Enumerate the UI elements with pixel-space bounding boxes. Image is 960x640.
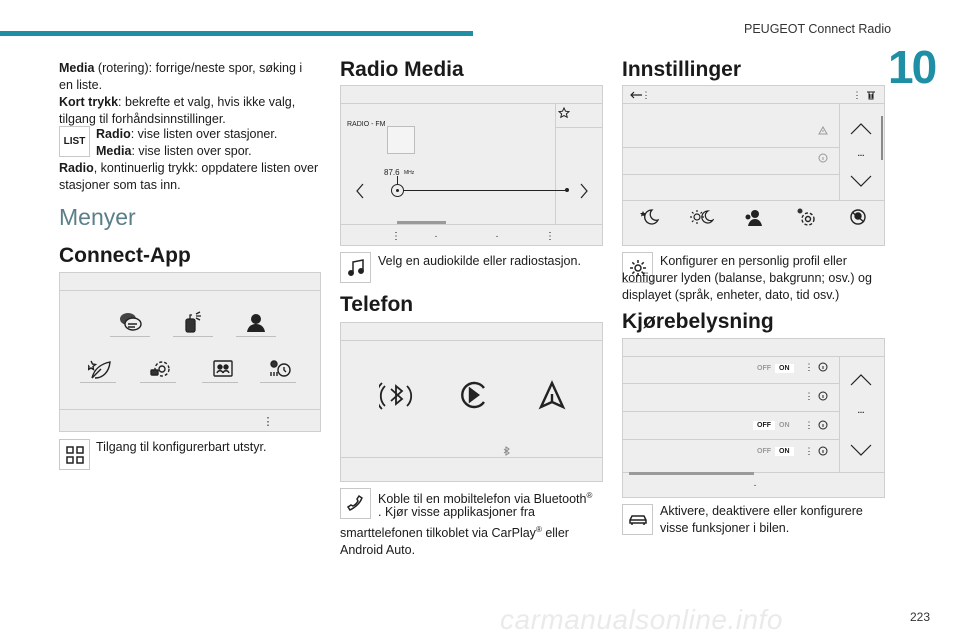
- menyer-heading: Menyer: [59, 204, 136, 230]
- media-list-text: Media: vise listen over spor.: [96, 144, 252, 158]
- info-icon[interactable]: [817, 361, 829, 373]
- radio-options-icon[interactable]: ⋮: [391, 230, 401, 242]
- dot-icon: ·: [434, 230, 438, 242]
- media-label: Media: [59, 61, 95, 75]
- options-icon[interactable]: ⋮: [804, 419, 814, 430]
- privacy-icon[interactable]: [847, 206, 869, 228]
- innstillinger-heading: Innstillinger: [622, 58, 742, 81]
- car-icon: [622, 504, 653, 535]
- warning-icon: [817, 124, 829, 136]
- gear-icon: [622, 252, 653, 283]
- short-press-paragraph: Kort trykk: bekrefte et valg, hvis ikke …: [59, 94, 319, 128]
- connect-app-screen: ⋮: [59, 272, 321, 432]
- more-options-icon[interactable]: ⋮: [262, 415, 274, 428]
- android-auto-icon[interactable]: [534, 377, 570, 413]
- fragrance-icon[interactable]: [178, 308, 208, 336]
- eco-leaf-icon[interactable]: [85, 356, 115, 382]
- short-press-text: : bekrefte et valg, hvis ikke valg, tilg…: [59, 95, 296, 126]
- connect-app-heading: Connect-App: [59, 244, 191, 267]
- info-icon[interactable]: [817, 419, 829, 431]
- info-icon: [817, 152, 829, 164]
- telefon-heading: Telefon: [340, 293, 414, 316]
- radio-media-caption: Velg en audiokilde eller radiostasjon.: [378, 254, 581, 268]
- next-station-icon[interactable]: [577, 182, 591, 200]
- dot-icon: ·: [495, 230, 499, 242]
- frequency-value: 87.6: [384, 168, 400, 177]
- chat-bubbles-icon[interactable]: [116, 308, 146, 336]
- telefon-caption-rest: . Kjør visse applikasjoner fra smarttele…: [340, 505, 569, 558]
- music-note-icon: [340, 252, 371, 283]
- radio-more-icon[interactable]: ⋮: [545, 230, 555, 242]
- telefon-caption-line1: Koble til en mobiltelefon via Bluetooth®: [378, 491, 593, 507]
- options-icon[interactable]: ⋮: [804, 445, 814, 456]
- settings-screen: ⋮ ⋮ ...: [622, 85, 885, 246]
- scroll-down-icon[interactable]: [849, 174, 873, 188]
- radio-media-heading: Radio Media: [340, 58, 464, 81]
- brightness-icon[interactable]: [689, 206, 715, 228]
- radio-list-text: Radio: vise listen over stasjoner.: [96, 127, 278, 141]
- telefon-screen: [340, 322, 603, 482]
- media-text: (rotering): forrige/neste spor, søking i…: [59, 61, 303, 92]
- innstillinger-caption: Konfigurer en personlig profil eller kon…: [622, 254, 872, 302]
- options-icon[interactable]: ⋮: [804, 361, 814, 372]
- scroll-up-icon[interactable]: [849, 122, 873, 136]
- night-mode-icon[interactable]: [639, 206, 661, 228]
- kjorebelysning-heading: Kjørebelysning: [622, 310, 774, 333]
- carplay-icon[interactable]: [455, 377, 491, 413]
- page-indicator: [397, 221, 446, 224]
- list-button-icon: LIST: [59, 126, 90, 157]
- more-dots-icon: ...: [857, 405, 865, 415]
- dot-icon: ·: [753, 479, 757, 491]
- connect-app-caption: Tilgang til konfigurerbart utstyr.: [96, 440, 267, 454]
- favorite-star-icon[interactable]: [557, 106, 571, 120]
- radio-long-press-paragraph: Radio, kontinuerlig trykk: oppdatere lis…: [59, 161, 319, 192]
- phone-handset-icon: [340, 488, 371, 519]
- system-settings-icon[interactable]: [795, 206, 817, 228]
- options-icon[interactable]: ⋮: [804, 390, 814, 401]
- chapter-number: 10: [888, 41, 937, 93]
- radio-media-screen: RADIO - FM 87.6 MHz ⋮ · · ⋮: [340, 85, 603, 246]
- frequency-slider[interactable]: [397, 190, 567, 191]
- trash-icon[interactable]: [865, 90, 877, 100]
- radio-label: Radio: [96, 127, 131, 141]
- info-icon[interactable]: [817, 390, 829, 402]
- media-label-2: Media: [96, 144, 132, 158]
- short-press-label: Kort trykk: [59, 95, 119, 109]
- bluetooth-status-icon: [501, 445, 513, 457]
- settings-options-icon[interactable]: ⋮: [852, 89, 862, 100]
- back-arrow-icon[interactable]: [629, 90, 643, 100]
- more-dots-icon: ...: [857, 148, 865, 158]
- scroll-up-icon[interactable]: [849, 373, 873, 387]
- kjorebelysning-caption: Aktivere, deaktivere eller konfigurere v…: [660, 504, 863, 535]
- header-accent-bar: [0, 31, 473, 36]
- vehicle-settings-icon[interactable]: [146, 356, 176, 382]
- page-indicator: [629, 472, 754, 475]
- info-icon[interactable]: [817, 445, 829, 457]
- watermark: carmanualsonline.info: [500, 604, 783, 635]
- bluetooth-icon[interactable]: [377, 377, 415, 415]
- page-number: 223: [909, 610, 930, 624]
- contacts-card-icon[interactable]: [208, 356, 238, 382]
- radio-label-2: Radio: [59, 161, 94, 175]
- previous-station-icon[interactable]: [353, 182, 367, 200]
- radio-band-label: RADIO - FM: [347, 121, 386, 128]
- apps-grid-icon: [59, 439, 90, 470]
- station-artwork: [387, 126, 415, 154]
- driver-profile-icon[interactable]: [241, 308, 271, 336]
- header-title: PEUGEOT Connect Radio: [744, 22, 892, 36]
- media-rotation-paragraph: Media (rotering): forrige/neste spor, sø…: [59, 60, 319, 94]
- climate-timer-icon[interactable]: [266, 356, 296, 382]
- frequency-unit: MHz: [404, 170, 415, 176]
- settings-menu-icon[interactable]: ⋮: [641, 89, 651, 100]
- scroll-down-icon[interactable]: [849, 443, 873, 457]
- settings-scrollbar[interactable]: [881, 116, 883, 160]
- user-profile-icon[interactable]: [743, 206, 765, 228]
